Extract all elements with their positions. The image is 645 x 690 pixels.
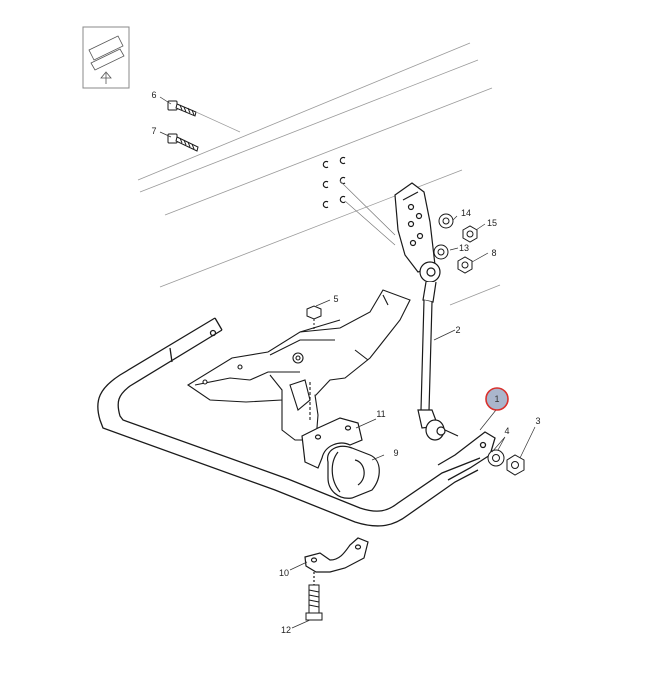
callout-11[interactable]: 11 [376,409,385,419]
nut-3 [506,454,525,476]
callout-10[interactable]: 10 [279,568,289,578]
callouts: 1 2 3 4 5 6 7 8 9 10 11 12 13 14 15 [151,90,540,635]
nut-8 [457,256,473,274]
clamp-11 [301,417,363,469]
washer-14 [438,213,454,229]
bolt-7 [167,133,199,152]
callout-6[interactable]: 6 [151,90,156,100]
stud-5 [306,305,322,330]
nut-15 [462,225,478,243]
callout-5[interactable]: 5 [333,294,338,304]
washer-4 [487,449,505,467]
callout-8[interactable]: 8 [491,248,496,258]
callout-1[interactable]: 1 [494,394,499,404]
mounting-holes [322,156,396,246]
orientation-icon [82,26,130,89]
bolt-6 [167,100,241,133]
callout-3[interactable]: 3 [535,416,540,426]
subframe-bracket [186,289,411,441]
body-outline [137,42,501,306]
bushing-9 [326,445,380,499]
leader-lines [159,96,536,629]
washer-13 [433,244,449,260]
link-bracket [394,182,436,273]
bolt-12 [305,584,323,621]
callout-4[interactable]: 4 [504,426,509,436]
callout-7[interactable]: 7 [151,126,156,136]
clamp-10 [304,537,369,585]
anti-roll-bar [97,317,496,527]
drop-link [417,261,459,441]
callout-1-highlight-ring [485,387,509,411]
callout-9[interactable]: 9 [393,448,398,458]
callout-14[interactable]: 14 [461,208,471,218]
callout-2[interactable]: 2 [455,325,460,335]
callout-13[interactable]: 13 [459,243,469,253]
callout-15[interactable]: 15 [487,218,497,228]
callout-12[interactable]: 12 [281,625,291,635]
